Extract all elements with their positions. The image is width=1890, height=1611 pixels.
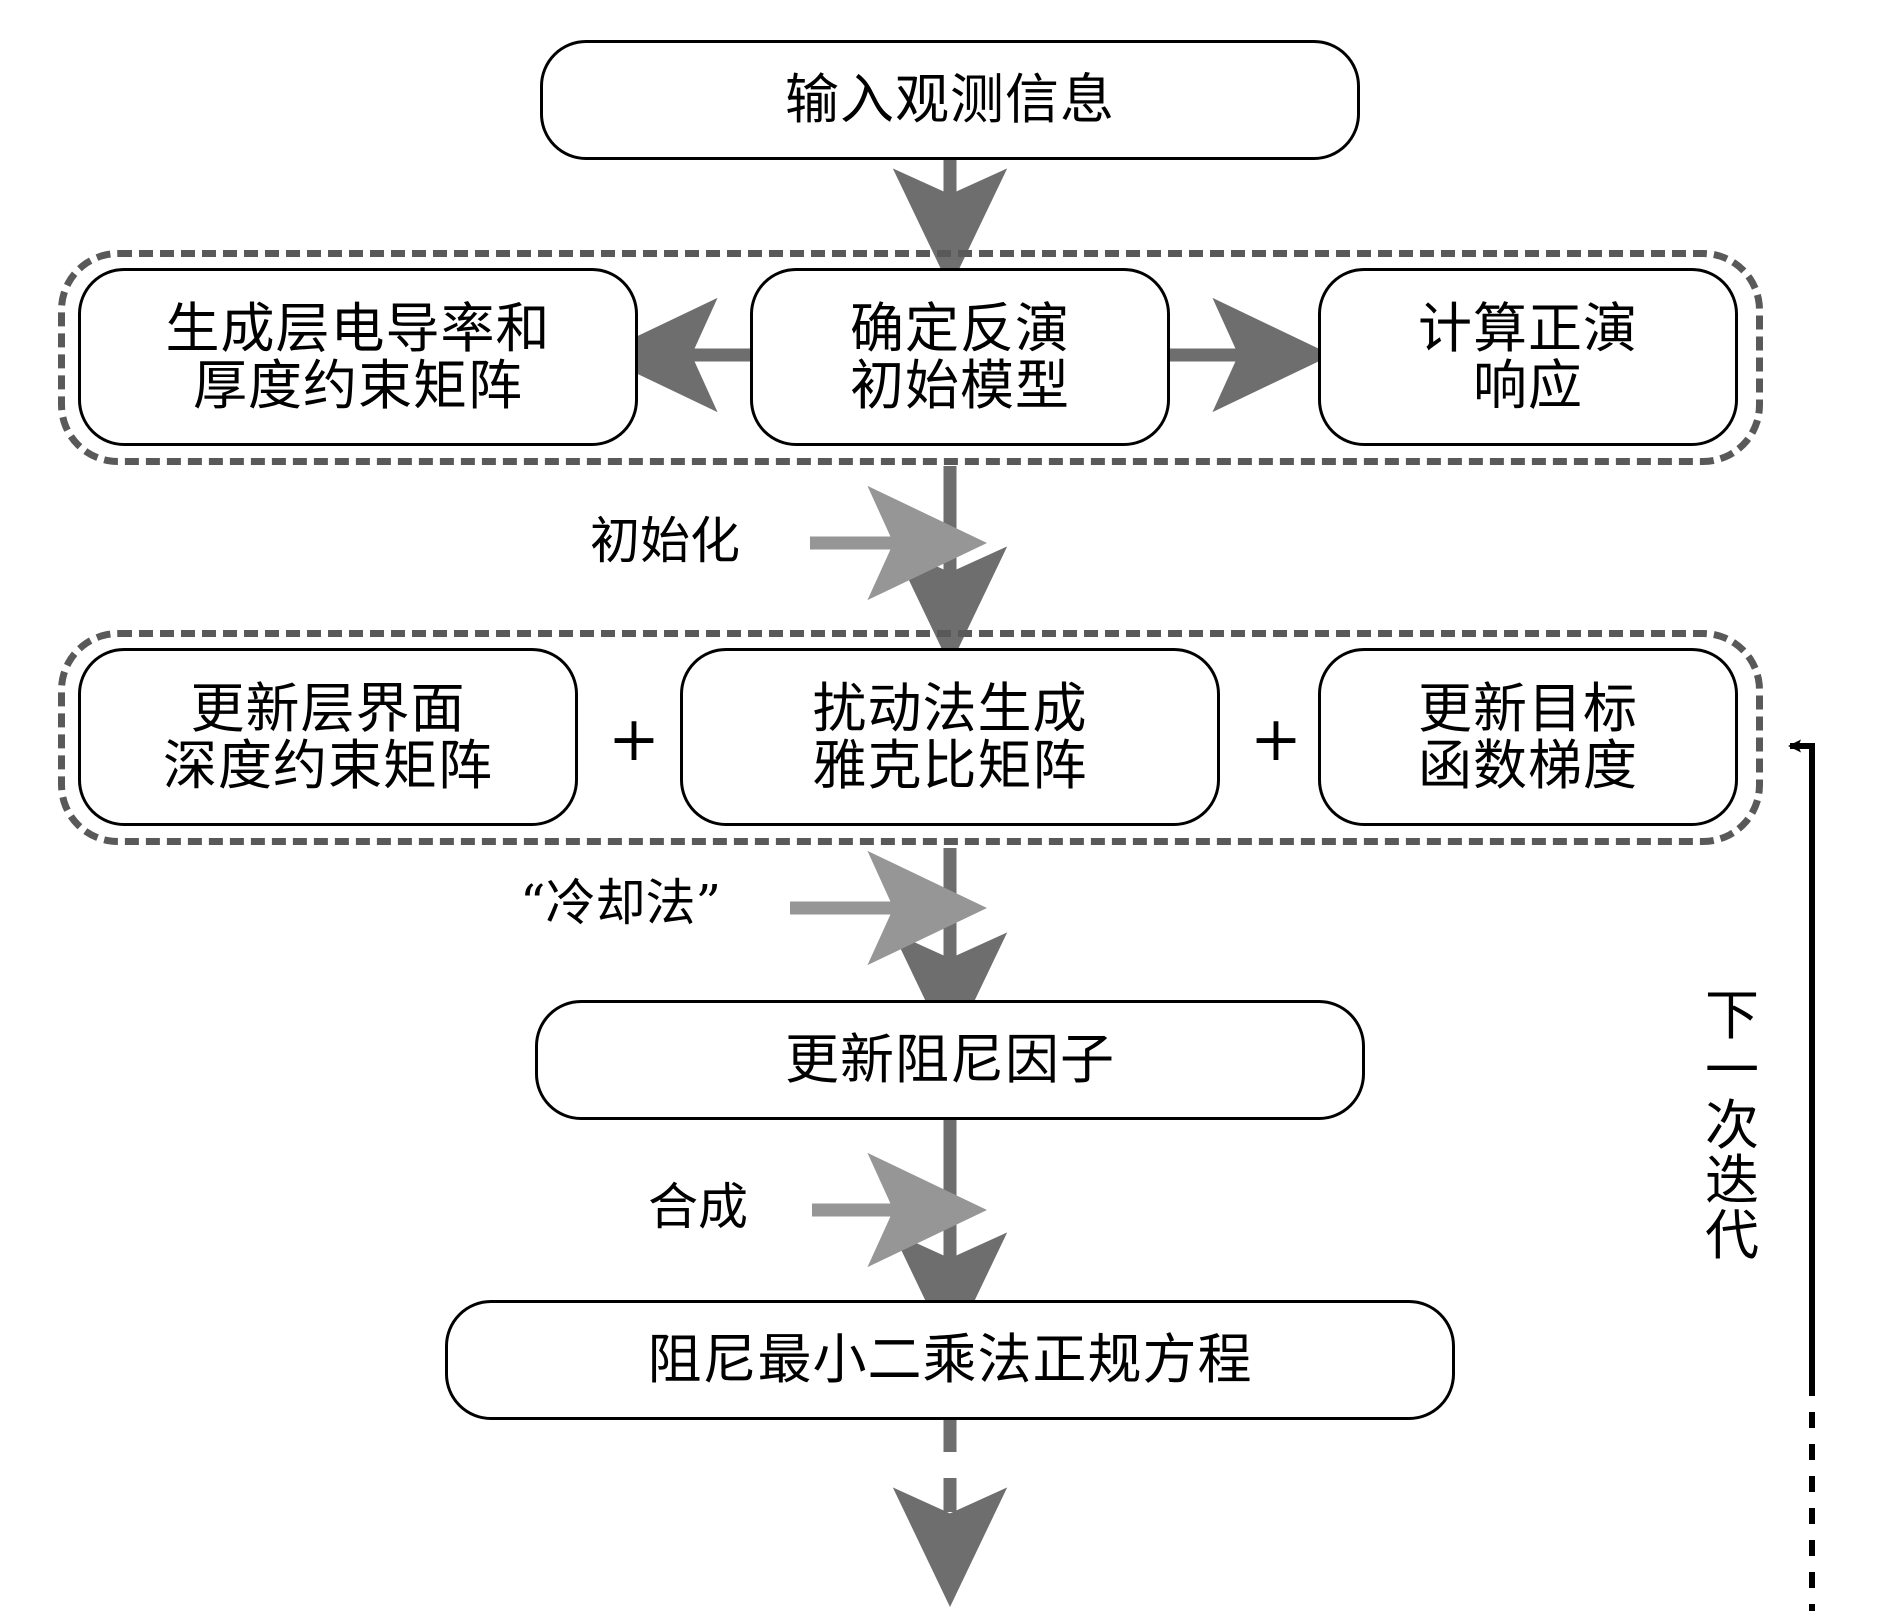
node-update-objective-gradient-line-1: 更新目标: [1418, 676, 1638, 740]
node-input-observation[interactable]: 输入观测信息: [540, 40, 1360, 160]
edge-feedback-next-iteration: [1788, 739, 1815, 1611]
edge-label-synthesize: 合成: [648, 1178, 748, 1236]
node-generate-jacobian-matrix[interactable]: 扰动法生成 雅克比矩阵: [680, 648, 1220, 826]
node-update-depth-constraint-matrix-line-2: 深度约束矩阵: [163, 734, 493, 797]
operator-plus-2: +: [1250, 702, 1302, 775]
node-determine-initial-model-line-1: 确定反演: [850, 296, 1070, 360]
node-compute-forward-response-line-1: 计算正演: [1418, 296, 1638, 360]
node-update-damping-factor[interactable]: 更新阻尼因子: [535, 1000, 1365, 1120]
node-compute-forward-response[interactable]: 计算正演 响应: [1318, 268, 1738, 446]
feedback-label-char-5: 代: [1705, 1204, 1759, 1268]
node-update-damping-factor-line-1: 更新阻尼因子: [785, 1028, 1115, 1092]
feedback-label-char-1: 下: [1705, 984, 1759, 1047]
node-update-objective-gradient[interactable]: 更新目标 函数梯度: [1318, 648, 1738, 826]
node-input-observation-line-1: 输入观测信息: [785, 68, 1115, 132]
node-generate-constraint-matrix[interactable]: 生成层电导率和 厚度约束矩阵: [78, 268, 638, 446]
node-compute-forward-response-line-2: 响应: [1473, 354, 1583, 417]
feedback-label-char-2: 一: [1705, 1039, 1759, 1103]
node-damped-least-squares-normal-equation-line-1: 阻尼最小二乘法正规方程: [647, 1328, 1253, 1392]
node-generate-constraint-matrix-line-1: 生成层电导率和: [165, 296, 551, 360]
feedback-label-char-3: 次: [1705, 1094, 1759, 1158]
node-update-depth-constraint-matrix[interactable]: 更新层界面 深度约束矩阵: [78, 648, 578, 826]
node-generate-constraint-matrix-line-2: 厚度约束矩阵: [193, 354, 523, 417]
node-generate-jacobian-matrix-line-1: 扰动法生成: [812, 676, 1088, 740]
node-determine-initial-model[interactable]: 确定反演 初始模型: [750, 268, 1170, 446]
edge-label-initialize: 初始化: [590, 512, 740, 570]
node-update-objective-gradient-line-2: 函数梯度: [1418, 734, 1638, 797]
feedback-label-char-4: 迭: [1705, 1149, 1759, 1213]
node-generate-jacobian-matrix-line-2: 雅克比矩阵: [812, 734, 1088, 797]
node-determine-initial-model-line-2: 初始模型: [850, 354, 1070, 417]
edge-label-cooling-method: “冷却法”: [520, 874, 722, 932]
feedback-label-next-iteration: 下 一 次 迭 代: [1700, 988, 1764, 1263]
operator-plus-1: +: [608, 702, 660, 775]
node-update-depth-constraint-matrix-line-1: 更新层界面: [190, 676, 466, 740]
node-damped-least-squares-normal-equation[interactable]: 阻尼最小二乘法正规方程: [445, 1300, 1455, 1420]
